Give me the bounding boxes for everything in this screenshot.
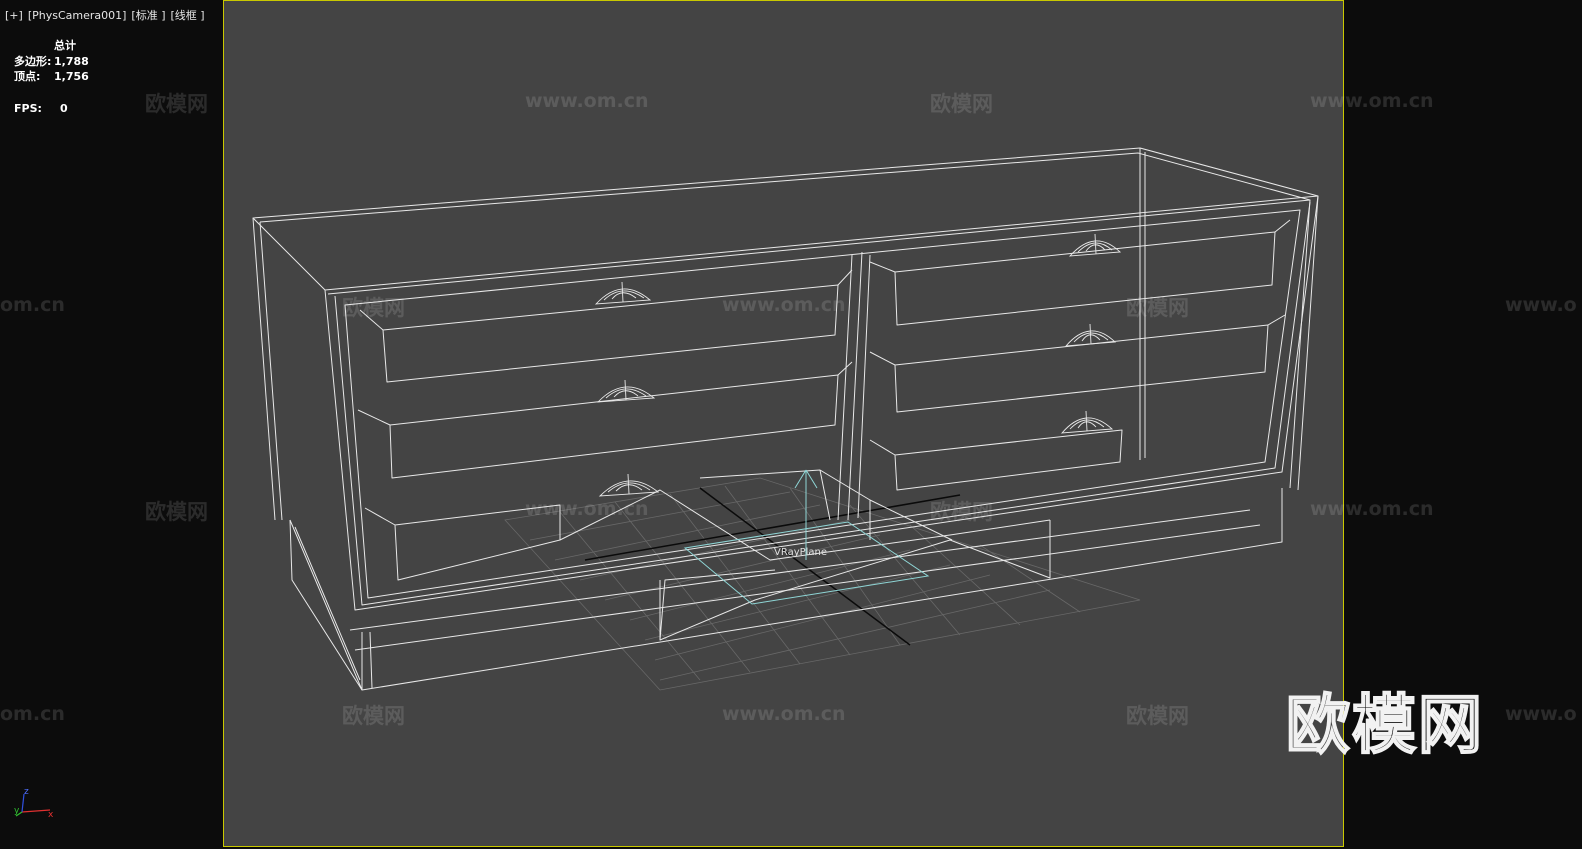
watermark-url: www.o bbox=[1505, 703, 1577, 725]
handle-right-1 bbox=[1068, 233, 1122, 257]
fps-value: 0 bbox=[60, 101, 68, 115]
watermark-brand: 欧模网 bbox=[342, 296, 405, 320]
watermark-url: www.om.cn bbox=[525, 498, 649, 520]
stats-vertices: 顶点: 1,756 bbox=[14, 69, 89, 85]
watermark-brand: 欧模网 bbox=[930, 92, 993, 116]
watermark-url: www.om.cn bbox=[1310, 90, 1434, 112]
vertices-label: 顶点: bbox=[14, 70, 41, 83]
fps-label: FPS: bbox=[14, 101, 42, 115]
watermark-brand: 欧模网 bbox=[1126, 296, 1189, 320]
handle-left-1 bbox=[594, 281, 652, 305]
viewport-shading-menu[interactable]: [线框 ] bbox=[170, 9, 205, 22]
watermark-brand: 欧模网 bbox=[930, 500, 993, 524]
watermark-url: www.om.cn bbox=[722, 703, 846, 725]
polygons-label: 多边形: bbox=[14, 54, 52, 68]
watermark-brand: 欧模网 bbox=[145, 92, 208, 116]
stats-header: 总计 bbox=[54, 39, 76, 52]
watermark-logo: 欧模网 bbox=[1285, 688, 1484, 764]
viewport-camera-menu[interactable]: [PhysCamera001] bbox=[27, 9, 127, 22]
watermark-url: www.om.cn bbox=[722, 294, 846, 316]
handle-right-2 bbox=[1064, 323, 1117, 347]
watermark-url: www.o bbox=[1505, 294, 1577, 316]
vertices-value: 1,756 bbox=[54, 70, 89, 83]
axis-z-label: z bbox=[24, 787, 29, 797]
viewport-standard-menu[interactable]: [标准 ] bbox=[131, 9, 166, 22]
handle-left-3 bbox=[598, 473, 660, 497]
home-grid bbox=[504, 477, 1141, 691]
polygons-value: 1,788 bbox=[54, 54, 89, 68]
handle-left-2 bbox=[596, 379, 656, 403]
stats-fps: FPS: 0 bbox=[14, 101, 89, 117]
stats-polygons: 多边形: 1,788 bbox=[14, 54, 89, 70]
viewport-menu-plus[interactable]: [+] bbox=[5, 9, 23, 22]
cabinet-wireframe bbox=[252, 147, 1319, 691]
watermark-brand: 欧模网 bbox=[1126, 704, 1189, 728]
watermark-brand: 欧模网 bbox=[342, 704, 405, 728]
grid-center-axes bbox=[584, 487, 961, 646]
watermark-url: om.cn bbox=[0, 294, 65, 316]
handle-right-3 bbox=[1060, 410, 1114, 434]
axis-x-label: x bbox=[48, 810, 54, 820]
watermark-brand: 欧模网 bbox=[145, 500, 208, 524]
axis-y-label: y bbox=[14, 806, 20, 816]
vray-plane-label: VRayPlane bbox=[774, 547, 827, 558]
safe-frame bbox=[223, 0, 1344, 847]
watermark-url: www.om.cn bbox=[525, 90, 649, 112]
watermark-url: www.om.cn bbox=[1310, 498, 1434, 520]
drawer-handles bbox=[594, 233, 1122, 497]
viewport-label[interactable]: [+] [PhysCamera001] [标准 ] [线框 ] bbox=[5, 7, 210, 23]
statistics-overlay: 总计 多边形: 1,788 顶点: 1,756 FPS: 0 bbox=[14, 38, 89, 116]
axis-tripod-icon: x z y bbox=[14, 787, 54, 820]
watermark-url: om.cn bbox=[0, 703, 65, 725]
vray-plane bbox=[683, 469, 930, 605]
